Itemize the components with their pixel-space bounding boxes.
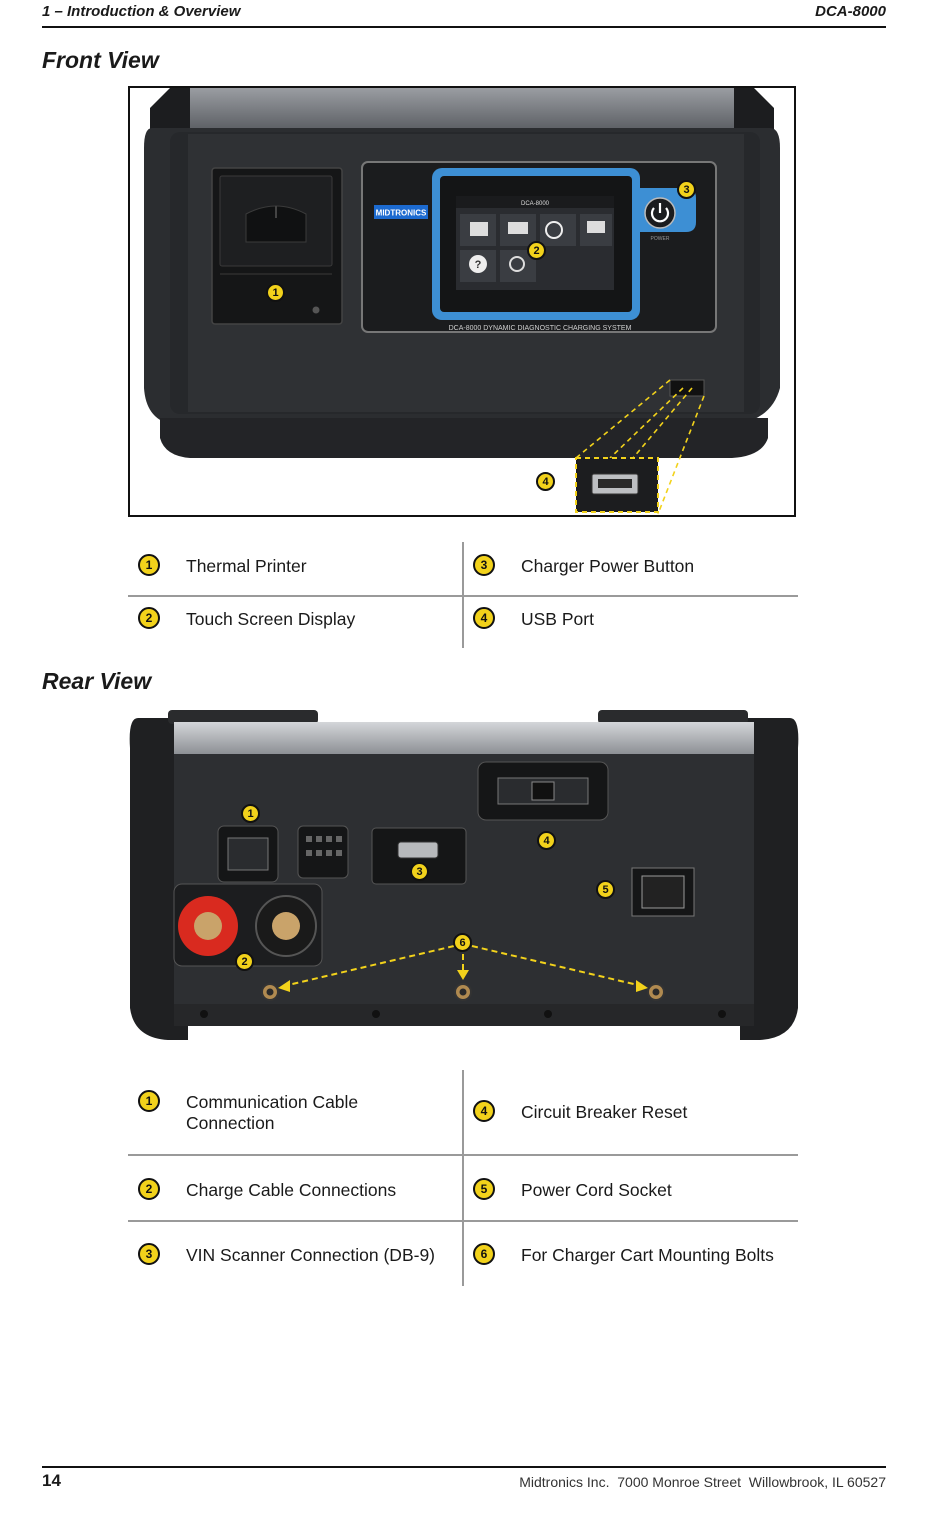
callout-rear-2: 2	[235, 952, 254, 971]
legend-badge-rear-6: 6	[473, 1243, 495, 1265]
legend-badge-front-3: 3	[473, 554, 495, 576]
legend-label-circuit-breaker: Circuit Breaker Reset	[521, 1102, 688, 1122]
legend-badge-rear-2: 2	[138, 1178, 160, 1200]
callout-rear-4: 4	[537, 831, 556, 850]
screen-app-icons: ?	[460, 214, 612, 282]
device-brand-logo: MIDTRONICS	[376, 209, 427, 218]
legend-badge-rear-5: 5	[473, 1178, 495, 1200]
callout-rear-5: 5	[596, 880, 615, 899]
legend-label-usb-port: USB Port	[521, 609, 594, 629]
front-view-photo: MIDTRONICS DCA-8000 ? POWER DCA-8000 D	[128, 86, 796, 517]
legend-badge-front-1: 1	[138, 554, 160, 576]
running-header-model: DCA-8000	[815, 3, 886, 20]
front-view-illustration: MIDTRONICS DCA-8000 ? POWER DCA-8000 D	[144, 88, 780, 515]
rear-view-illustration	[129, 710, 799, 1040]
legend-label-thermal-printer: Thermal Printer	[186, 556, 307, 576]
legend-badge-rear-1: 1	[138, 1090, 160, 1112]
footer-rule	[42, 1466, 886, 1468]
legend-label-touch-screen: Touch Screen Display	[186, 609, 356, 629]
legend-label-power-button: Charger Power Button	[521, 556, 695, 576]
screen-title-text: DCA-8000	[521, 201, 550, 207]
legend-label-charge-cable: Charge Cable Connections	[186, 1180, 397, 1200]
legend-badge-front-4: 4	[473, 607, 495, 629]
callout-rear-3: 3	[410, 862, 429, 881]
callout-front-2: 2	[527, 241, 546, 260]
legend-label-power-cord: Power Cord Socket	[521, 1180, 672, 1200]
legend-badge-front-2: 2	[138, 607, 160, 629]
page-number: 14	[42, 1471, 61, 1490]
callout-front-4: 4	[536, 472, 555, 491]
rear-view-title: Rear View	[42, 668, 152, 694]
callout-rear-1: 1	[241, 804, 260, 823]
legend-badge-rear-4: 4	[473, 1100, 495, 1122]
running-header-section: 1 – Introduction & Overview	[42, 3, 241, 20]
callout-front-3: 3	[677, 180, 696, 199]
rear-view-photo: 1 2 3 4 5 6	[128, 708, 800, 1048]
svg-text:?: ?	[475, 259, 482, 271]
header-rule	[42, 26, 886, 28]
panel-label-text: DCA-8000 DYNAMIC DIAGNOSTIC CHARGING SYS…	[449, 325, 632, 332]
front-view-title: Front View	[42, 47, 159, 73]
legend-badge-rear-3: 3	[138, 1243, 160, 1265]
callout-rear-6: 6	[453, 933, 472, 952]
legend-label-mounting-bolts: For Charger Cart Mounting Bolts	[521, 1245, 774, 1265]
callout-front-1: 1	[266, 283, 285, 302]
power-button-label: POWER	[651, 236, 670, 242]
footer-address: Midtronics Inc. 7000 Monroe Street Willo…	[519, 1474, 886, 1490]
legend-label-vin-scanner: VIN Scanner Connection (DB-9)	[186, 1245, 435, 1265]
legend-label-comm-cable: Communication Cable Connection	[186, 1092, 359, 1133]
